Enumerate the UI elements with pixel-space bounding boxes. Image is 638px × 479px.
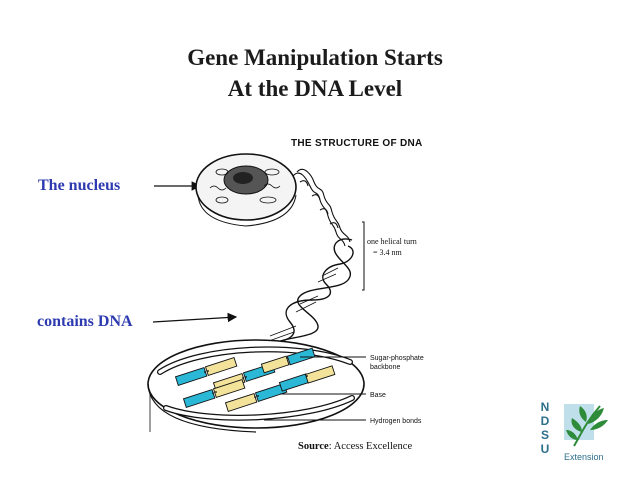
ndsu-extension-logo: N D S U Extension [538, 400, 618, 466]
logo-extension-label: Extension [564, 452, 604, 462]
label-backbone-1: Sugar-phosphate [370, 355, 424, 362]
label-backbone-2: backbone [370, 364, 400, 371]
callout-contains-dna: contains DNA [37, 313, 133, 330]
slide-title-line-1: Gene Manipulation Starts [187, 45, 443, 70]
wheat-leaf-icon [564, 404, 608, 447]
label-hydrogen-bonds: Hydrogen bonds [370, 418, 422, 425]
helical-turn-bracket: one helical turn = 3.4 nm [362, 221, 417, 291]
source-credit: Source: Access Excellence [298, 441, 412, 452]
base-cyan [286, 347, 316, 366]
slide-title: Gene Manipulation Starts At the DNA Leve… [150, 42, 480, 104]
logo-letter-d: D [540, 414, 550, 428]
logo-letter-u: U [540, 442, 550, 456]
source-label: Source [298, 441, 329, 452]
dna-arrow [152, 312, 238, 323]
base-cyan [182, 388, 216, 408]
magnified-dna-segment [147, 339, 365, 433]
diagram-heading: THE STRUCTURE OF DNA [291, 138, 423, 149]
callout-nucleus: The nucleus [38, 177, 121, 194]
base-yellow [260, 355, 290, 374]
helical-turn-label-2: = 3.4 nm [373, 248, 403, 257]
slide-title-line-2: At the DNA Level [227, 76, 403, 101]
logo-letter-s: S [540, 428, 549, 442]
base-yellow [212, 378, 246, 398]
base-yellow [204, 356, 238, 376]
base-yellow [224, 392, 258, 412]
logo-letter-n: N [540, 400, 550, 414]
coiled-chromatin [292, 168, 351, 247]
base-yellow [304, 365, 336, 384]
source-text: : Access Excellence [328, 441, 413, 452]
helical-turn-label-1: one helical turn [367, 237, 417, 246]
label-base: Base [370, 392, 386, 399]
cell-nucleus-illustration [195, 153, 297, 227]
